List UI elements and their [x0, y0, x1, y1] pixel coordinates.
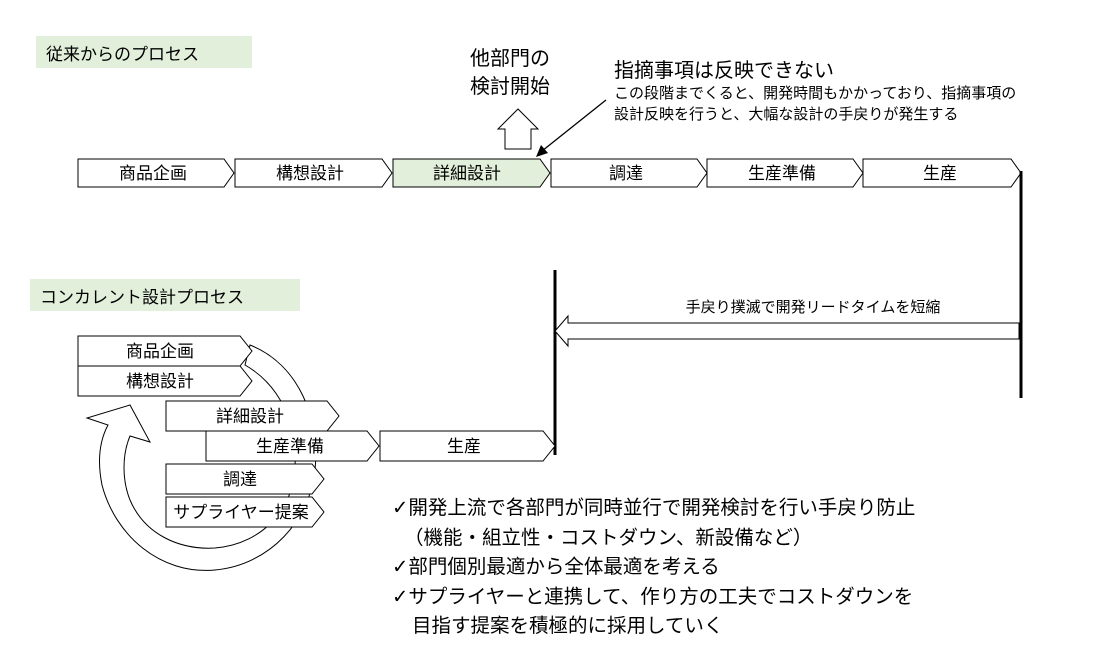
traditional-step-3: 詳細設計	[392, 158, 551, 188]
traditional-step-3-label: 詳細設計	[433, 164, 501, 184]
lead-time-reduction-label: 手戻り撲滅で開発リードタイムを短縮	[686, 298, 941, 316]
traditional-step-2-label: 構想設計	[276, 164, 344, 184]
lead-time-arrow	[554, 314, 1020, 348]
traditional-step-1: 商品企画	[77, 158, 235, 188]
feedback-pointer-line	[541, 99, 607, 152]
benefits-list: ✓開発上流で各部門が同時並行で開発検討を行い手戻り防止 （機能・組立性・コストダ…	[392, 493, 915, 641]
other-dept-start-line2: 検討開始	[470, 74, 550, 98]
concurrent-step-3-label: 詳細設計	[216, 407, 284, 427]
concurrent-step-6-label: 調達	[223, 470, 257, 490]
feedback-title: 指摘事項は反映できない	[614, 58, 834, 82]
benefit-1-detail: （機能・組立性・コストダウン、新設備など）	[404, 525, 813, 549]
traditional-step-6-label: 生産	[923, 164, 957, 184]
traditional-step-5: 生産準備	[706, 158, 864, 188]
concurrent-step-1-label: 商品企画	[126, 342, 194, 362]
benefit-1: ✓開発上流で各部門が同時並行で開発検討を行い手戻り防止	[392, 496, 916, 519]
concurrent-step-2-label: 構想設計	[126, 372, 194, 392]
feedback-note-line2: 設計反映を行うと、大幅な設計の手戻りが発生する	[614, 105, 959, 123]
concurrent-step-5: 生産	[379, 430, 556, 462]
concurrent-step-2: 構想設計	[77, 365, 253, 397]
other-dept-start-label: 他部門の 検討開始	[470, 44, 550, 100]
traditional-process-title: 従来からのプロセス	[46, 44, 199, 65]
concurrent-step-4: 生産準備	[205, 430, 380, 462]
traditional-step-4-label: 調達	[609, 164, 643, 184]
concurrent-step-3: 詳細設計	[165, 400, 340, 432]
traditional-step-2: 構想設計	[234, 158, 393, 188]
traditional-step-1-label: 商品企画	[119, 164, 187, 184]
up-hollow-arrow	[496, 108, 540, 150]
concurrent-step-5-label: 生産	[447, 437, 481, 457]
feedback-pointer-head	[536, 145, 548, 157]
traditional-step-5-label: 生産準備	[748, 164, 816, 184]
traditional-process-label: 従来からのプロセス	[36, 36, 252, 68]
concurrent-step-4-label: 生産準備	[256, 437, 324, 457]
benefit-2: ✓部門個別最適から全体最適を考える	[392, 555, 720, 578]
concurrent-step-7-label: サプライヤー提案	[173, 503, 309, 523]
benefit-3-detail: 目指す提案を積極的に採用していく	[412, 614, 724, 637]
traditional-step-6: 生産	[862, 158, 1022, 188]
concurrent-process-label: コンカレント設計プロセス	[30, 279, 300, 311]
concurrent-step-7: サプライヤー提案	[165, 496, 325, 528]
feedback-note-line1: この段階までくると、開発時間もかかっており、指摘事項の	[614, 84, 1017, 102]
concurrent-process-title: コンカレント設計プロセス	[40, 287, 244, 308]
other-dept-start-line1: 他部門の	[470, 46, 550, 70]
concurrent-step-1: 商品企画	[77, 335, 253, 367]
feedback-note: この段階までくると、開発時間もかかっており、指摘事項の 設計反映を行うと、大幅な…	[614, 83, 1016, 125]
traditional-step-4: 調達	[550, 158, 708, 188]
concurrent-step-6: 調達	[165, 463, 325, 495]
benefit-3: ✓サプライヤーと連携して、作り方の工夫でコストダウンを	[392, 584, 914, 608]
